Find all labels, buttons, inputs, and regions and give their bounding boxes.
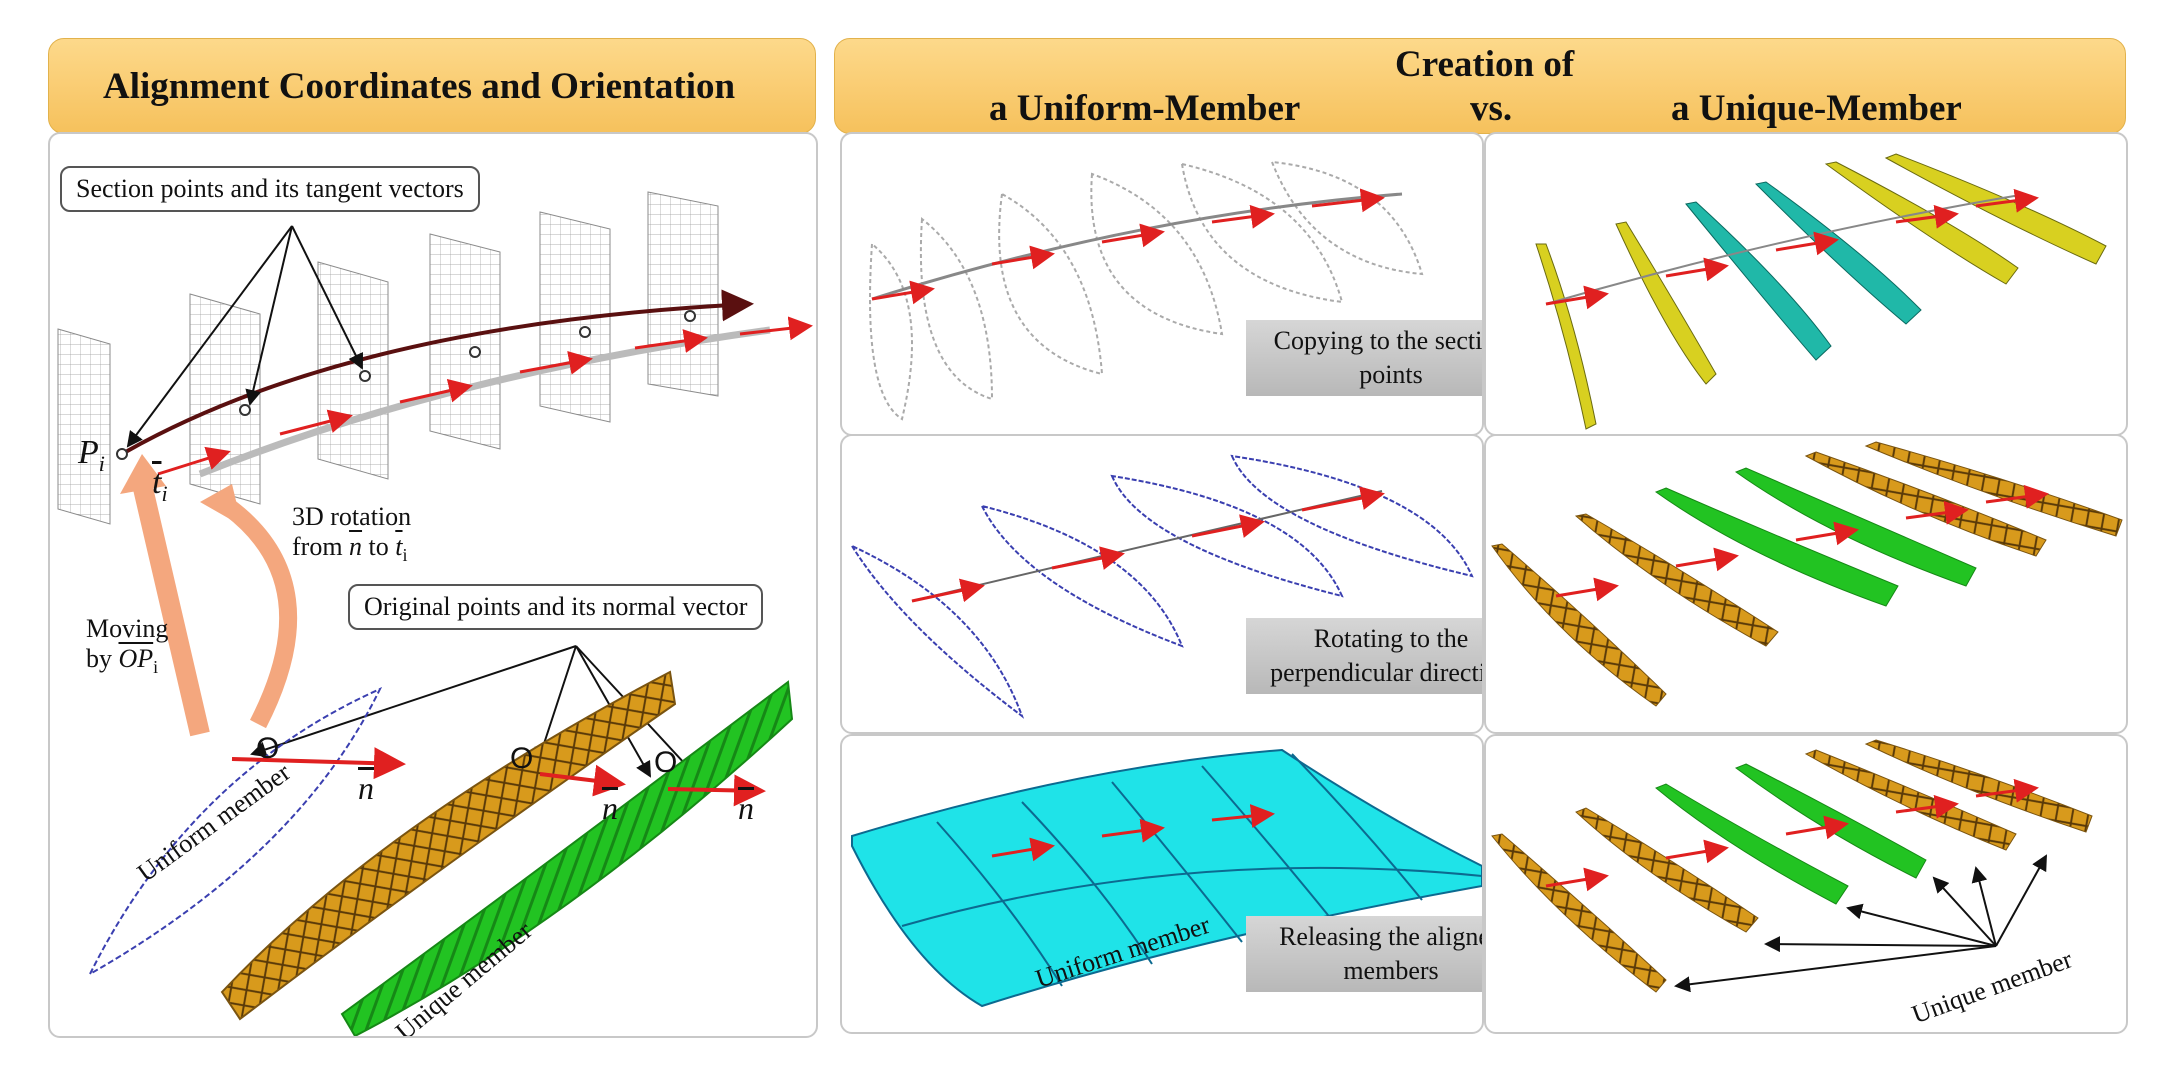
section-points-callout: Section points and its tangent vectors: [60, 166, 480, 212]
unique-release-panel: Unique member: [1484, 734, 2128, 1034]
moving-label: Moving by OPi: [86, 614, 169, 678]
section-curve: [121, 289, 754, 456]
left-panel: Section points and its tangent vectors O…: [48, 132, 818, 1038]
unique-rotate-panel: [1484, 434, 2128, 734]
step-caption-copy: Copying to the sectionpoints: [1246, 320, 1482, 396]
original-points-callout: Original points and its normal vector: [348, 584, 764, 630]
normal-label-1: n: [358, 770, 374, 806]
left-header-title: Alignment Coordinates and Orientation: [103, 66, 736, 107]
right-header-uniform: a Uniform-Member: [989, 88, 1301, 129]
rotation-label: 3D rotation from n to ti: [292, 502, 412, 566]
normal-label-2: n: [602, 790, 618, 826]
right-header: Creation of a Uniform-Member vs. a Uniqu…: [834, 38, 2126, 134]
point-label: Pi: [78, 434, 105, 476]
origin-label-2: O: [510, 742, 534, 775]
left-diagram: [57, 191, 813, 1036]
unique-copy-panel: [1484, 132, 2128, 436]
right-header-line1: Creation of: [1395, 44, 1575, 85]
unique-truss-member: [220, 670, 677, 1021]
unique-green-member: [340, 680, 794, 1036]
origin-label-1: O: [256, 732, 280, 765]
origin-label-3: O: [654, 746, 678, 779]
uniform-member-outline: [87, 686, 383, 977]
rotation-arrow: [224, 500, 298, 729]
moving-arrow: [132, 481, 210, 737]
right-header-vs: vs.: [1470, 88, 1513, 129]
uniform-surface: [851, 748, 1482, 1008]
normal-label-3: n: [738, 790, 754, 826]
tangent-label: ti: [152, 464, 168, 506]
right-header-unique: a Unique-Member: [1671, 88, 1962, 129]
left-header: Alignment Coordinates and Orientation: [48, 38, 816, 134]
uniform-copy-panel: Copying to the sectionpoints: [840, 132, 1484, 436]
